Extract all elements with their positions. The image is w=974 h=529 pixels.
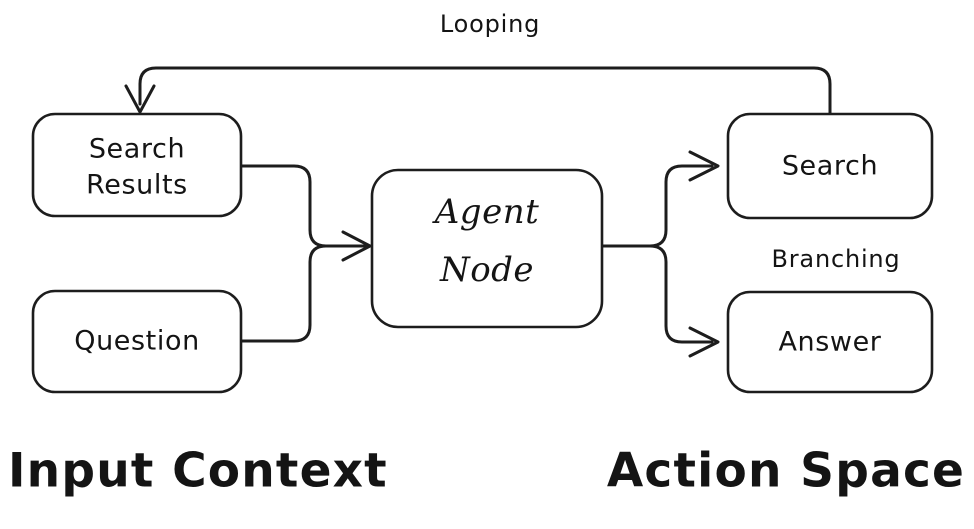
edge-merged-into-agent xyxy=(328,230,372,262)
edge-branch-search-arrowhead xyxy=(688,150,720,182)
edge-branch-answer-path xyxy=(648,244,714,344)
edge-looping-path xyxy=(138,66,832,116)
node-agent[interactable]: Agent Node xyxy=(370,168,604,329)
node-answer-box[interactable] xyxy=(726,290,934,394)
node-search[interactable]: Search xyxy=(726,112,934,220)
edge-search-results-to-agent xyxy=(240,164,348,248)
edge-label-branching: Branching xyxy=(772,245,901,273)
node-agent-label-line2: Node xyxy=(439,250,534,290)
edge-label-looping: Looping xyxy=(440,10,540,38)
node-answer[interactable]: Answer xyxy=(726,290,934,394)
node-search-label: Search xyxy=(782,151,878,182)
edge-looping xyxy=(124,66,832,116)
edge-question-path xyxy=(240,244,348,343)
section-label-input-context: Input Context xyxy=(8,444,388,499)
edge-branch-search-path xyxy=(648,164,714,248)
node-agent-label-line1: Agent xyxy=(432,192,540,232)
node-search-results-label-line2: Results xyxy=(86,170,188,201)
node-search-results-label-line1: Search xyxy=(89,134,185,165)
node-question[interactable]: Question xyxy=(31,289,243,394)
node-search-results-box[interactable] xyxy=(31,112,243,218)
edge-question-to-agent xyxy=(240,244,348,343)
node-question-box[interactable] xyxy=(31,289,243,394)
node-search-results[interactable]: Search Results xyxy=(31,112,243,218)
node-answer-label: Answer xyxy=(778,327,881,358)
edge-branch-to-search xyxy=(648,150,720,248)
edge-looping-arrowhead xyxy=(124,84,156,114)
section-label-action-space: Action Space xyxy=(607,444,965,499)
edge-branch-answer-arrowhead xyxy=(688,326,720,358)
edge-merged-arrowhead xyxy=(341,230,372,262)
node-question-label: Question xyxy=(74,326,200,357)
edge-branch-to-answer xyxy=(648,244,720,358)
edge-search-results-path xyxy=(240,164,348,248)
node-agent-box[interactable] xyxy=(370,168,604,329)
node-search-box[interactable] xyxy=(726,112,934,220)
